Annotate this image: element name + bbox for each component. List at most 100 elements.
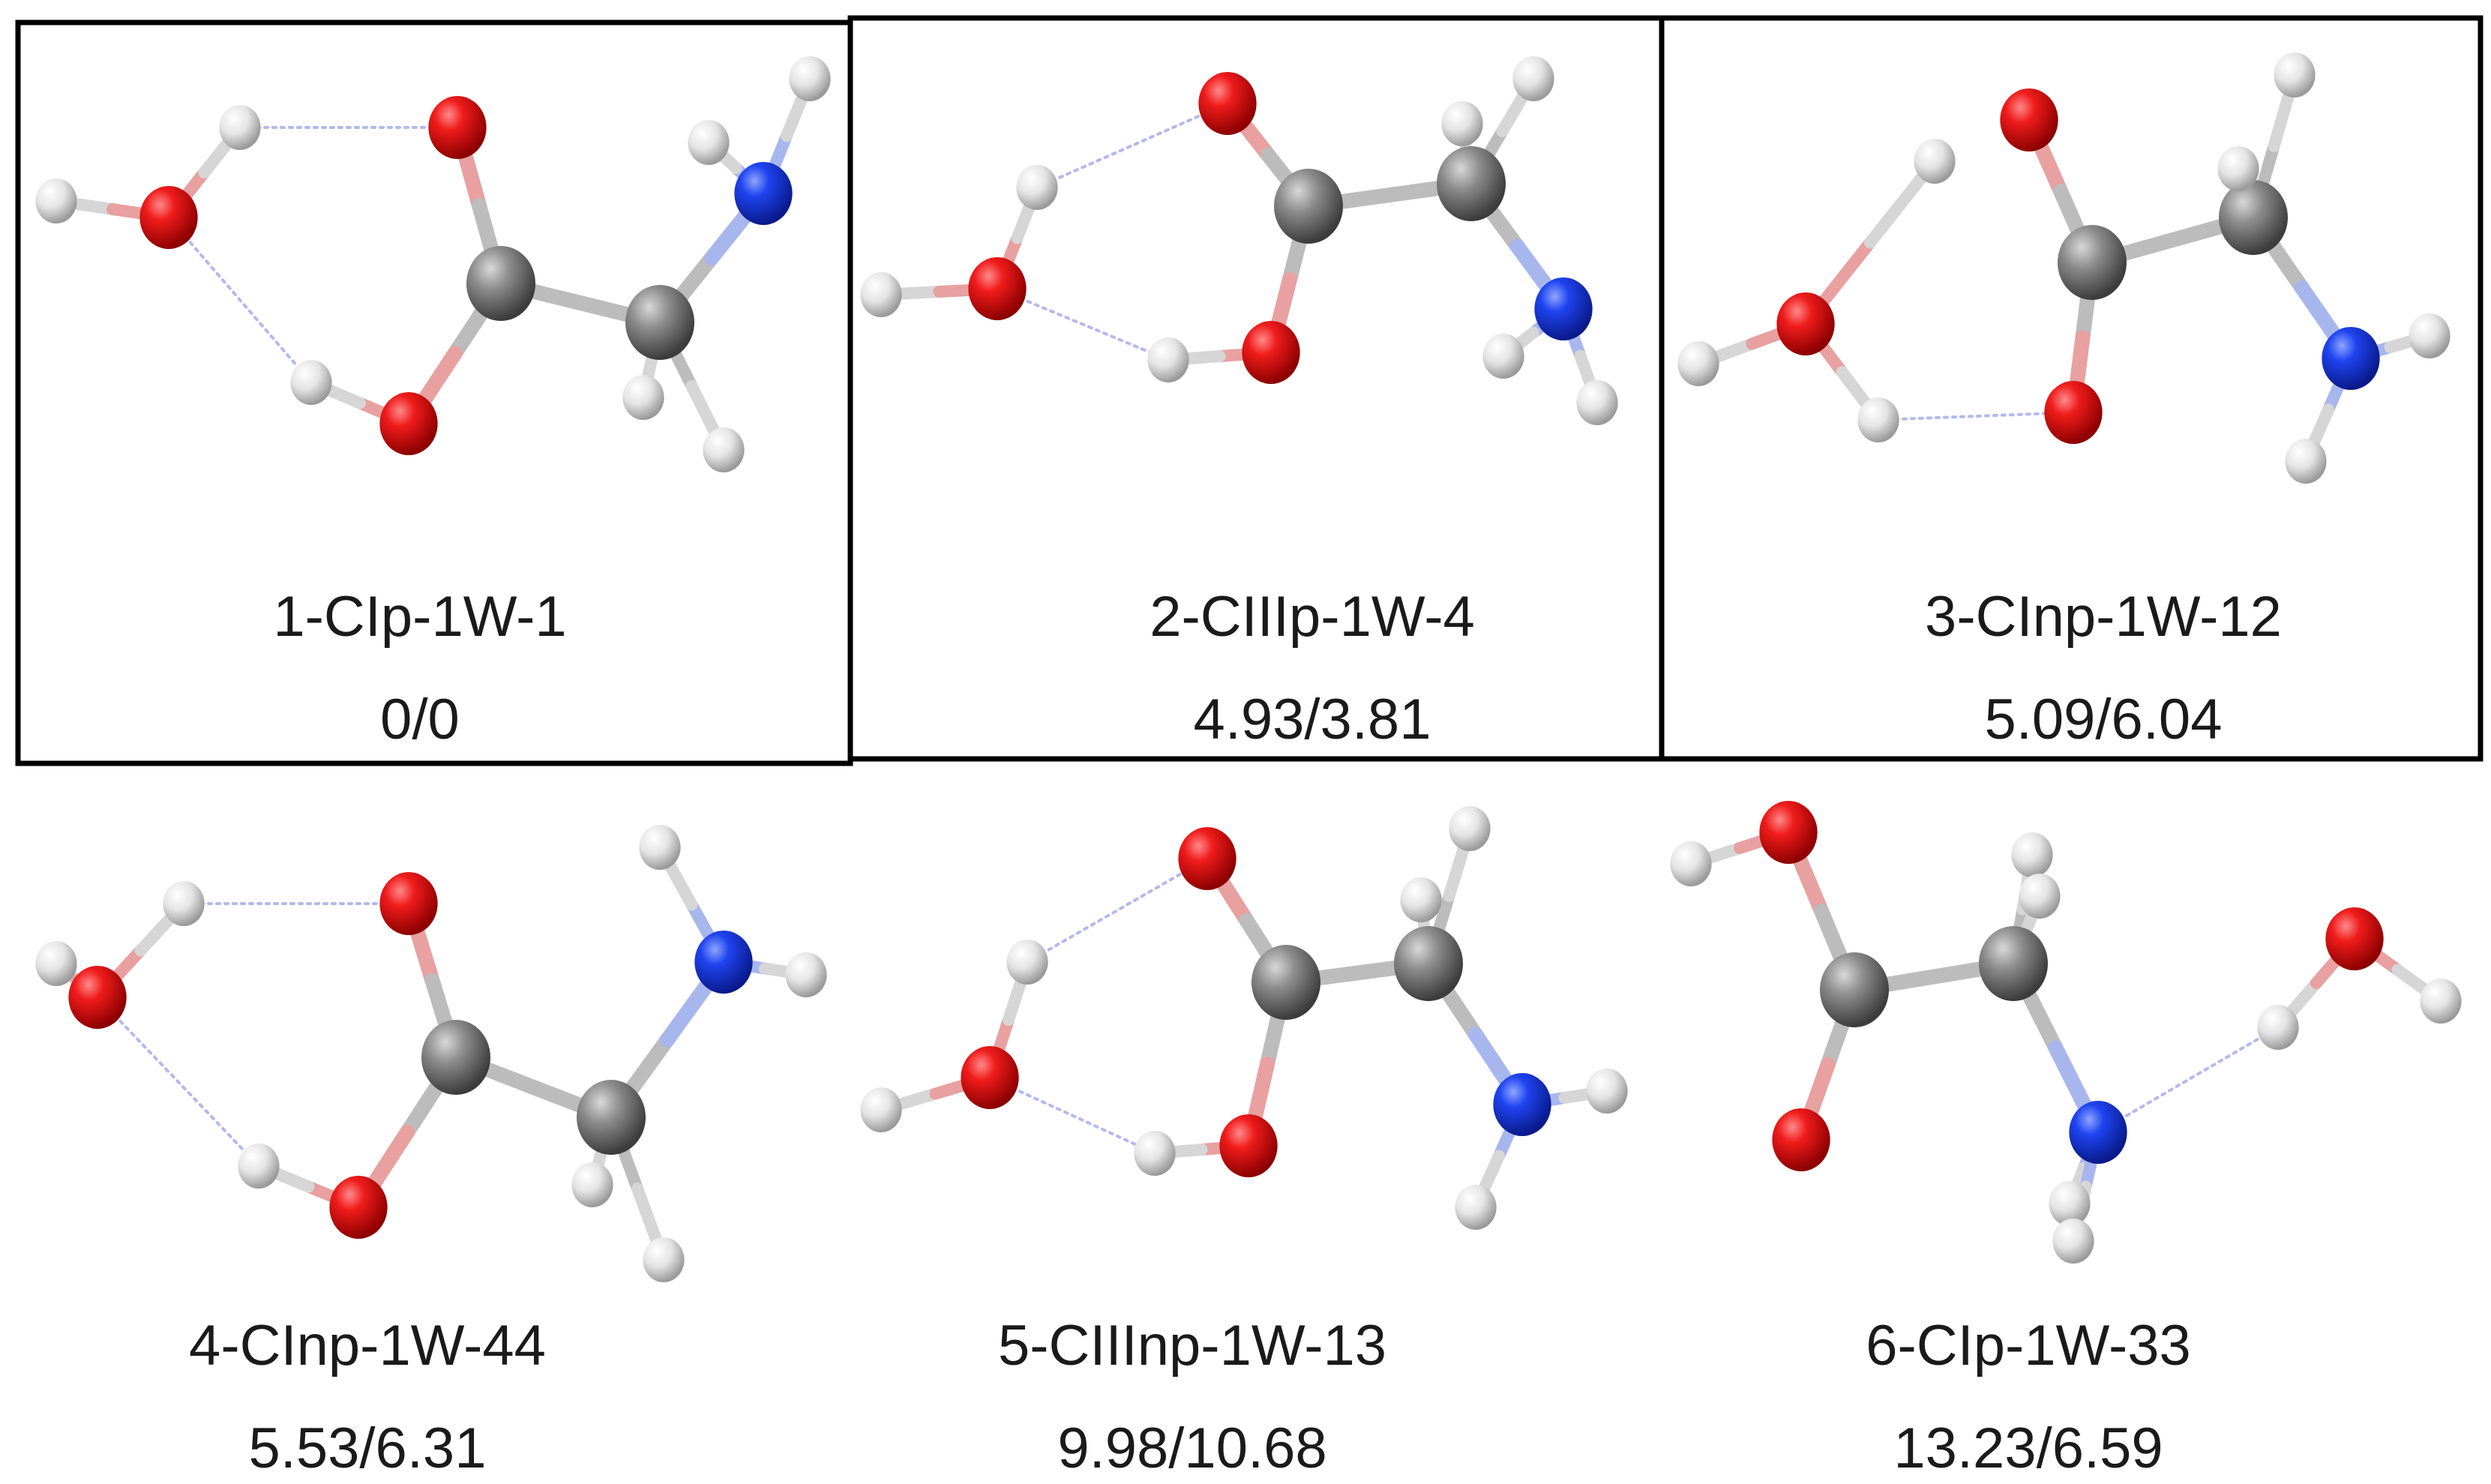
hydrogen-atom-1-1 xyxy=(35,178,77,223)
molecule-2 xyxy=(860,56,1618,425)
hydrogen-atom-2-7 xyxy=(1147,337,1189,382)
hydrogen-atom-3-12 xyxy=(2409,313,2451,358)
panel-2-energy: 4.93/3.81 xyxy=(1194,688,1431,751)
oxygen-atom-5-6 xyxy=(1219,1114,1278,1177)
oxygen-atom-2-2 xyxy=(968,257,1027,320)
molecule-5 xyxy=(860,806,1628,1230)
hydrogen-atom-6-9 xyxy=(2049,1181,2091,1226)
panel-3-name: 3-CInp-1W-12 xyxy=(1925,585,2282,649)
hydrogen-atom-3-13 xyxy=(2285,439,2327,484)
oxygen-atom-2-6 xyxy=(1242,321,1300,384)
hydrogen-atom-6-10 xyxy=(2052,1219,2094,1264)
panel-labels: 1-CIp-1W-1 0/0 2-CIIIp-1W-4 4.93/3.81 3-… xyxy=(189,585,2282,1480)
panel-6-name: 6-CIp-1W-33 xyxy=(1866,1314,2191,1378)
molecules-layer xyxy=(35,52,2462,1282)
panel-2-name: 2-CIIIp-1W-4 xyxy=(1150,585,1475,649)
oxygen-atom-6-4 xyxy=(1772,1108,1830,1171)
hydrogen-atom-1-3 xyxy=(219,105,261,150)
hydrogen-bond-2-2 xyxy=(996,287,1170,361)
oxygen-atom-6-2 xyxy=(1759,801,1818,864)
oxygen-atom-3-4 xyxy=(2000,88,2058,151)
carbon-atom-1-8 xyxy=(625,285,694,360)
hydrogen-atom-1-12 xyxy=(622,375,664,420)
panel-1-energy: 0/0 xyxy=(380,688,460,751)
hydrogen-atom-6-13 xyxy=(2420,979,2462,1024)
hydrogen-bond-3-2 xyxy=(1877,411,2075,421)
hydrogen-atom-4-3 xyxy=(163,881,205,926)
hydrogen-atom-2-3 xyxy=(1016,165,1058,210)
hydrogen-atom-3-7 xyxy=(1857,397,1899,442)
hydrogen-atom-3-3 xyxy=(1914,139,1956,184)
panel-4-name: 4-CInp-1W-44 xyxy=(189,1314,546,1378)
carbon-atom-1-5 xyxy=(466,246,535,321)
oxygen-atom-1-4 xyxy=(428,96,487,159)
carbon-atom-3-5 xyxy=(2058,225,2127,300)
carbon-atom-2-5 xyxy=(1274,169,1343,244)
panel-frame-3 xyxy=(1659,15,2484,762)
oxygen-atom-1-2 xyxy=(139,186,198,249)
oxygen-atom-5-2 xyxy=(961,1046,1019,1109)
oxygen-atom-5-4 xyxy=(1178,827,1237,890)
hydrogen-atom-2-13 xyxy=(1576,380,1618,425)
hydrogen-atom-5-9 xyxy=(1400,877,1442,922)
nitrogen-atom-4-9 xyxy=(694,931,753,994)
panel-3-energy: 5.09/6.04 xyxy=(1985,688,2223,751)
molecule-3 xyxy=(1677,52,2451,484)
oxygen-atom-3-2 xyxy=(1776,292,1835,355)
hydrogen-atom-4-10 xyxy=(639,825,681,870)
hydrogen-atom-1-11 xyxy=(789,56,831,101)
nitrogen-atom-3-11 xyxy=(2322,327,2380,390)
hydrogen-atom-5-1 xyxy=(860,1087,902,1132)
oxygen-atom-2-4 xyxy=(1198,72,1257,135)
hydrogen-atom-1-13 xyxy=(703,427,745,472)
hydrogen-atom-2-10 xyxy=(1512,56,1554,101)
molecule-4 xyxy=(35,825,827,1282)
carbon-atom-4-5 xyxy=(421,1020,490,1095)
hydrogen-atom-1-7 xyxy=(290,360,332,405)
oxygen-atom-4-6 xyxy=(329,1176,388,1239)
oxygen-atom-4-2 xyxy=(68,966,127,1029)
hydrogen-atom-5-3 xyxy=(1006,940,1048,985)
nitrogen-atom-6-8 xyxy=(2069,1101,2127,1164)
panel-6-energy: 13.23/6.59 xyxy=(1893,1417,2163,1480)
carbon-atom-5-5 xyxy=(1251,945,1320,1020)
hydrogen-atom-3-10 xyxy=(2274,52,2316,97)
hydrogen-atom-1-10 xyxy=(688,120,730,165)
hydrogen-atom-3-1 xyxy=(1677,341,1719,386)
carbon-atom-6-3 xyxy=(1820,952,1889,1027)
oxygen-atom-3-6 xyxy=(2044,381,2103,444)
carbon-atom-5-8 xyxy=(1394,926,1463,1001)
hydrogen-bond-6-1 xyxy=(2097,1026,2280,1134)
panel-1-name: 1-CIp-1W-1 xyxy=(273,585,566,649)
nitrogen-atom-1-9 xyxy=(734,162,793,225)
hydrogen-atom-4-12 xyxy=(571,1162,613,1207)
hydrogen-atom-4-7 xyxy=(238,1144,280,1189)
hydrogen-atom-2-1 xyxy=(860,272,902,317)
oxygen-atom-4-4 xyxy=(379,872,438,935)
panel-5-name: 5-CIIInp-1W-13 xyxy=(998,1314,1386,1378)
molecule-1 xyxy=(35,56,831,472)
hydrogen-bond-5-1 xyxy=(1026,857,1209,964)
panel-5-energy: 9.98/10.68 xyxy=(1057,1417,1326,1480)
hydrogen-atom-6-6 xyxy=(2011,832,2053,877)
hydrogen-bond-2-1 xyxy=(1036,102,1229,189)
carbon-atom-3-8 xyxy=(2219,180,2288,255)
hydrogen-atom-5-12 xyxy=(1586,1069,1628,1114)
hydrogen-atom-6-11 xyxy=(2257,1005,2299,1050)
hydrogen-atom-5-13 xyxy=(1455,1185,1497,1230)
nitrogen-atom-5-11 xyxy=(1493,1073,1551,1136)
hydrogen-atom-6-1 xyxy=(1670,841,1712,886)
hydrogen-atom-5-7 xyxy=(1134,1131,1176,1176)
hydrogen-atom-5-10 xyxy=(1449,806,1491,851)
hydrogen-bond-5-2 xyxy=(988,1076,1156,1155)
hydrogen-bond-4-2 xyxy=(96,996,260,1168)
hydrogen-atom-4-11 xyxy=(785,952,827,997)
oxygen-atom-1-6 xyxy=(379,392,438,455)
hydrogen-atom-4-1 xyxy=(35,941,77,986)
hydrogen-atom-4-13 xyxy=(643,1237,685,1282)
molecule-6 xyxy=(1670,801,2462,1264)
hydrogen-atom-2-12 xyxy=(1482,334,1524,379)
hydrogen-atom-2-9 xyxy=(1441,101,1483,146)
hydrogen-atom-3-9 xyxy=(2217,146,2259,191)
